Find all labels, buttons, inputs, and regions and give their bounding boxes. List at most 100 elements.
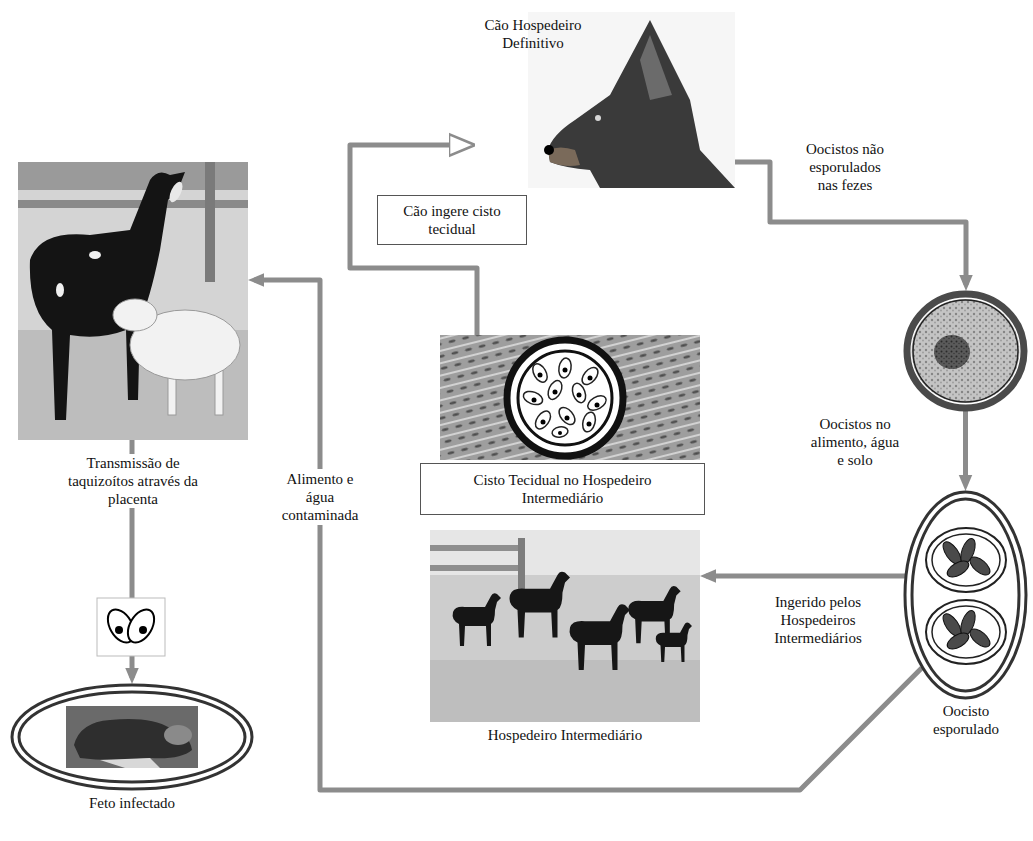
cycle-arrow — [706, 574, 905, 579]
bradyzoite — [556, 404, 578, 427]
oocyst-cytoplasm — [912, 299, 1020, 403]
fence-rail — [430, 545, 525, 551]
photo-sky — [430, 530, 700, 575]
tachyzoite — [122, 605, 159, 647]
goat-ear — [167, 180, 185, 204]
nucleus — [532, 398, 537, 403]
muscle-tissue — [440, 335, 700, 460]
goat-spot — [89, 251, 101, 259]
bradyzoite — [530, 361, 550, 384]
nucleus — [558, 431, 562, 435]
cyst-inner-wall — [518, 351, 612, 445]
node-label: Oocisto esporulado — [916, 702, 1016, 738]
nucleus — [577, 393, 582, 398]
oocyst-interior — [908, 494, 1024, 696]
dog-eye — [595, 115, 601, 121]
unsporulated-oocyst-outline — [903, 290, 1028, 412]
node-label: Transmissão de taquizoítos através da pl… — [53, 454, 213, 508]
sporozoite — [945, 558, 972, 580]
nucleus — [565, 416, 570, 421]
inner-wall — [912, 499, 1019, 691]
photo-ground — [18, 162, 248, 440]
bradyzoite — [532, 408, 553, 431]
goat-silhouette — [510, 572, 571, 638]
sporulated-oocyst-outline — [903, 490, 1028, 700]
dog-photo-node: Cão Hospedeiro Definitivo — [475, 12, 735, 188]
tachyzoite-nucleus — [115, 626, 123, 634]
goat-silhouette — [570, 604, 631, 670]
fetus-photo — [66, 706, 198, 768]
goat-kid-photo-node: Transmissão de taquizoítos através da pl… — [18, 162, 248, 440]
outer-wall — [12, 685, 252, 789]
edge-label: Cão ingere cisto tecidual — [377, 195, 527, 245]
tissue-cyst: Cisto Tecidual no Hospedeiro Intermediár… — [420, 335, 705, 530]
bradyzoite — [581, 411, 598, 433]
unsporulated-oocyst: Oocistos não esporulados nas fezes — [903, 290, 1028, 412]
bradyzoite — [579, 364, 601, 387]
oocyst-sporont — [934, 335, 970, 369]
node-label-box: Cisto Tecidual no Hospedeiro Intermediár… — [420, 463, 705, 515]
sporulated-oocyst-art — [908, 494, 1024, 696]
dog-nose — [544, 145, 554, 155]
oocyst-wall — [907, 294, 1024, 408]
goat-silhouette — [30, 172, 185, 420]
nucleus — [553, 390, 558, 395]
edge-label: Alimento e água contaminada — [275, 469, 365, 525]
goat-silhouette — [656, 623, 692, 663]
sporozoite — [967, 554, 993, 579]
edge-label: Ingerido pelos Hospedeiros Intermediário… — [756, 592, 881, 648]
fetus-head — [164, 725, 192, 745]
fence-rail — [430, 565, 525, 571]
tachyzoite-picture — [97, 598, 165, 656]
photo-background — [66, 706, 198, 768]
bradyzoite — [522, 389, 545, 407]
dog-ear — [640, 35, 672, 100]
fetus-body — [74, 719, 192, 760]
infected-fetus: Feto infectado — [10, 683, 254, 791]
infected-fetus-outline — [10, 683, 254, 791]
goat-kid-photo — [18, 162, 248, 440]
node-label: Hospedeiro Intermediário — [430, 726, 700, 744]
sporocyst-wall — [932, 534, 1000, 586]
bradyzoites — [522, 357, 609, 438]
sporocyst-wall — [932, 606, 1000, 658]
unsporulated-oocyst-art — [912, 299, 1020, 403]
outer-wall — [905, 492, 1026, 698]
oocyst-inner-wall — [913, 300, 1018, 402]
bradyzoite — [585, 393, 608, 413]
node-label: Oocistos não esporulados nas fezes — [800, 140, 890, 194]
node-label: Cão Hospedeiro Definitivo — [477, 16, 589, 52]
nucleus — [587, 422, 592, 427]
tachyzoite-nucleus — [139, 626, 147, 634]
sporocyst — [926, 600, 1006, 664]
nucleus — [541, 420, 546, 425]
sporozoite — [945, 630, 972, 652]
fence-post — [205, 162, 215, 282]
dog-head — [548, 20, 735, 188]
cloth — [100, 758, 160, 768]
goat-herd-photo — [430, 530, 700, 722]
bradyzoite — [551, 426, 568, 439]
kid-head — [113, 299, 157, 331]
cycle-arrow — [254, 280, 922, 790]
sporulated-oocyst: Oocisto esporulado — [903, 490, 1028, 700]
photo-soil — [430, 660, 700, 722]
picture-frame — [97, 598, 165, 656]
tissue-cyst-art — [440, 335, 700, 460]
cycle-arrow — [963, 411, 968, 485]
bradyzoite-nuclei — [532, 368, 600, 436]
nucleus — [588, 376, 593, 381]
nucleus — [595, 403, 600, 408]
bradyzoite — [557, 357, 572, 379]
photo-ground — [430, 530, 700, 722]
goat-silhouette — [453, 593, 501, 646]
nucleus — [538, 373, 543, 378]
bradyzoite — [545, 378, 564, 401]
goat-herd-photo-node: Hospedeiro Intermediário — [430, 530, 700, 722]
cyst-wall — [507, 340, 623, 456]
sporocyst — [926, 528, 1006, 592]
bradyzoite — [570, 382, 588, 405]
goat-spot — [56, 283, 64, 297]
kid-leg — [215, 370, 223, 415]
